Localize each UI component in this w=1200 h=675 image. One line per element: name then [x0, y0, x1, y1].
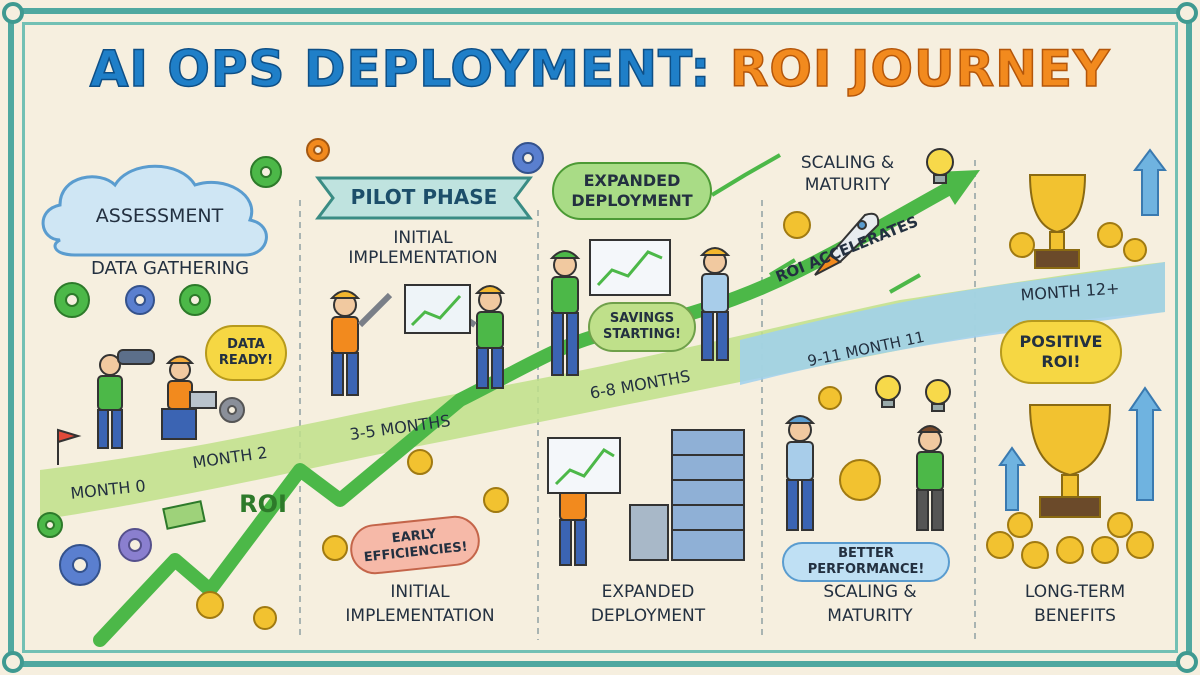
title-part-2: ROI JOURNEY [729, 39, 1111, 99]
worker-binoculars-illustration [97, 349, 155, 449]
growth-chart-board [547, 437, 621, 494]
coin-icon [196, 211, 1154, 630]
outer-border [8, 8, 1192, 667]
pilot-banner-ribbon [315, 176, 533, 220]
gear-icon [37, 512, 63, 538]
worker-pointing-illustration [916, 425, 944, 531]
bottom-long-term-benefits-label: LONG-TERM BENEFITS [1024, 582, 1126, 626]
better-performance-bubble: BETTER PERFORMANCE! [782, 542, 950, 582]
gear-icon [118, 528, 152, 562]
initial-implementation-top-label: INITIAL IMPLEMENTATION [348, 228, 498, 268]
timeline-band-blue [740, 262, 1165, 385]
bottom-initial-implementation-label: INITIAL IMPLEMENTATION [345, 582, 495, 626]
lightbulb-icon [926, 148, 954, 184]
lightbulb-icon [925, 379, 951, 412]
rocket-icon [814, 212, 880, 276]
expanded-deployment-bubble: EXPANDED DEPLOYMENT [552, 162, 712, 220]
gear-icon [54, 282, 90, 318]
server-rack-icon [629, 429, 745, 561]
gear-icon [59, 544, 101, 586]
data-ready-bubble: DATA READY! [205, 325, 287, 381]
up-arrow-icon [998, 148, 1167, 511]
corner-ornament [2, 2, 24, 24]
dashboard-screen-illustration [404, 284, 471, 334]
page-title: AI OPS DEPLOYMENT: ROI JOURNEY [0, 39, 1200, 99]
growth-chart-board [589, 239, 671, 296]
bottom-expanded-deployment-label: EXPANDED DEPLOYMENT [590, 582, 706, 626]
cloud-icon [41, 164, 268, 257]
positive-roi-bubble: POSITIVE ROI! [1000, 320, 1122, 384]
inner-border [22, 22, 1178, 653]
worker-tablet-illustration [549, 250, 581, 376]
worker-manager-illustration [699, 247, 731, 361]
title-part-1: AI OPS DEPLOYMENT: [89, 39, 712, 99]
worker-laptop-illustration [161, 355, 217, 440]
corner-ornament [1176, 2, 1198, 24]
worker-presenting-illustration [784, 415, 816, 531]
scaling-maturity-top-label: SCALING & MATURITY [800, 153, 895, 195]
roi-label: ROI [239, 490, 287, 518]
corner-ornament [1176, 651, 1198, 673]
gear-icon [250, 156, 282, 188]
gear-icon [125, 285, 155, 315]
savings-starting-bubble: SAVINGS STARTING! [588, 302, 696, 352]
gear-icon [306, 138, 330, 162]
gear-icon [219, 397, 245, 423]
trophy-icon [1028, 404, 1112, 518]
bottom-scaling-maturity-label: SCALING & MATURITY [823, 582, 917, 626]
corner-ornament [2, 651, 24, 673]
gear-icon [512, 142, 544, 174]
pilot-phase-banner-label: PILOT PHASE [350, 185, 498, 209]
trophy-icon [1028, 174, 1087, 269]
cash-icon [162, 500, 206, 530]
worker-wrench-illustration [329, 290, 393, 396]
stage-data-gathering-label: DATA GATHERING [90, 258, 250, 279]
up-arrow-icon [710, 153, 921, 294]
flag-icon [57, 428, 82, 465]
stage-assessment-label: ASSESSMENT [95, 205, 224, 227]
lightbulb-icon [875, 375, 901, 408]
gear-icon [179, 284, 211, 316]
